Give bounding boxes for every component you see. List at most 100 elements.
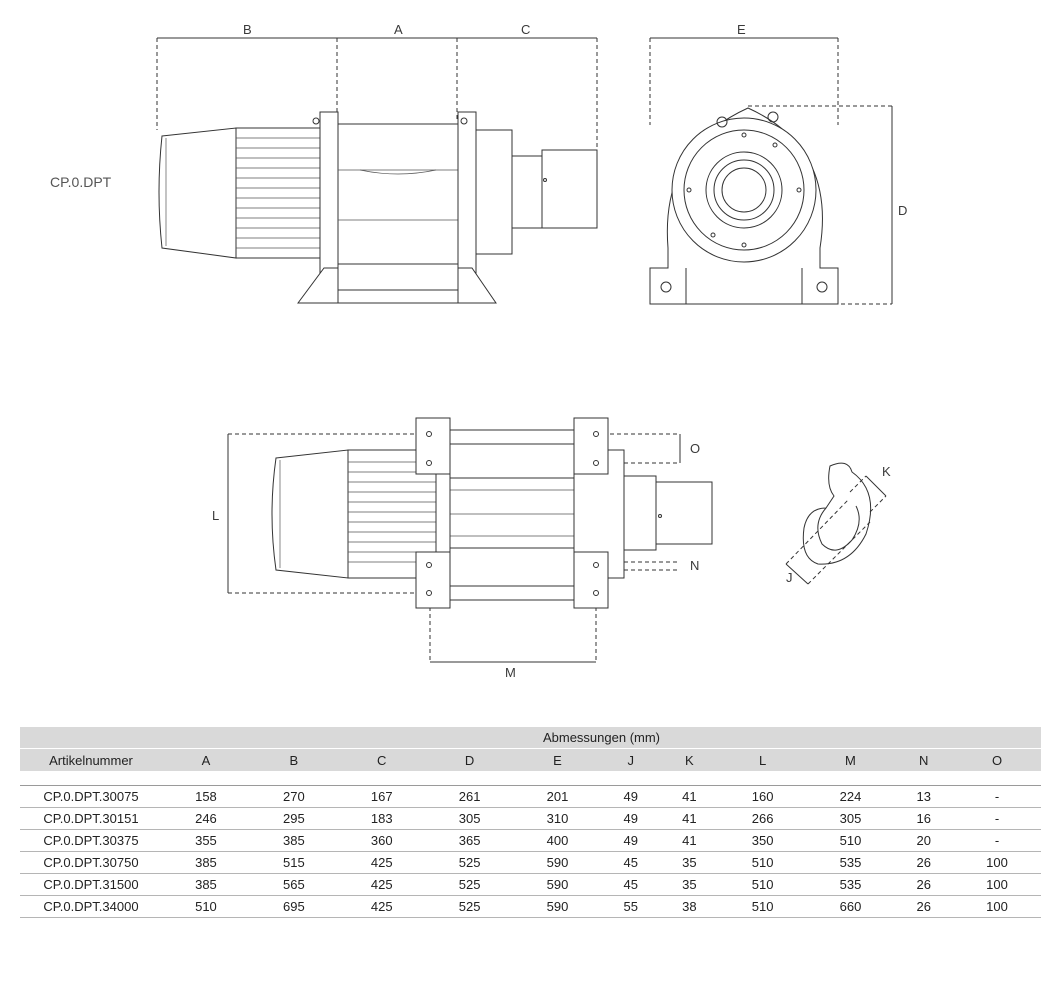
cell-o: 100 <box>953 895 1041 918</box>
dimension-table: Abmessungen (mm) Artikelnummer A B C D E… <box>20 727 1041 918</box>
cell-e: 590 <box>513 873 602 896</box>
hook-view: K J <box>785 462 891 585</box>
col-header-e: E <box>513 748 602 771</box>
end-view: E D <box>649 22 907 305</box>
side-view: B A C <box>156 22 598 304</box>
table-row: CP.0.DPT.31500 385 565 425 525 590 45 35… <box>20 873 1041 896</box>
dim-label-d: D <box>898 203 907 218</box>
cell-b: 565 <box>249 873 338 896</box>
cell-l: 510 <box>718 895 807 918</box>
cell-o: 100 <box>953 873 1041 896</box>
cell-c: 425 <box>337 895 426 918</box>
cell-n: 20 <box>894 829 954 852</box>
cell-k: 41 <box>660 785 719 808</box>
cell-artikelnummer: CP.0.DPT.30750 <box>20 851 162 874</box>
table-row: CP.0.DPT.30750 385 515 425 525 590 45 35… <box>20 851 1041 874</box>
cell-o: - <box>953 829 1041 852</box>
cell-n: 26 <box>894 873 954 896</box>
cell-artikelnummer: CP.0.DPT.30151 <box>20 807 162 830</box>
cell-c: 360 <box>337 829 426 852</box>
cell-l: 510 <box>718 851 807 874</box>
cell-m: 660 <box>806 895 895 918</box>
cell-k: 38 <box>660 895 719 918</box>
cell-d: 525 <box>425 895 514 918</box>
dim-label-j: J <box>786 570 793 585</box>
cell-j: 55 <box>601 895 661 918</box>
cell-k: 35 <box>660 873 719 896</box>
col-header-m: M <box>806 748 895 771</box>
col-header-k: K <box>660 748 719 771</box>
col-header-a: A <box>162 748 250 771</box>
cell-l: 350 <box>718 829 807 852</box>
cell-m: 224 <box>806 785 895 808</box>
table-row: CP.0.DPT.30151 246 295 183 305 310 49 41… <box>20 807 1041 830</box>
cell-n: 16 <box>894 807 954 830</box>
cell-a: 355 <box>162 829 250 852</box>
model-label: CP.0.DPT <box>50 174 112 190</box>
cell-c: 167 <box>337 785 426 808</box>
cell-b: 515 <box>249 851 338 874</box>
cell-e: 590 <box>513 895 602 918</box>
col-header-c: C <box>337 748 426 771</box>
cell-j: 45 <box>601 851 661 874</box>
cell-a: 385 <box>162 873 250 896</box>
cell-m: 535 <box>806 873 895 896</box>
cell-j: 49 <box>601 807 661 830</box>
col-header-l: L <box>718 748 807 771</box>
cell-n: 26 <box>894 851 954 874</box>
cell-d: 261 <box>425 785 514 808</box>
col-header-b: B <box>249 748 338 771</box>
cell-c: 425 <box>337 851 426 874</box>
cell-artikelnummer: CP.0.DPT.31500 <box>20 873 162 896</box>
table-row: CP.0.DPT.30075 158 270 167 261 201 49 41… <box>20 785 1041 808</box>
cell-o: - <box>953 785 1041 808</box>
dim-label-k: K <box>882 464 891 479</box>
cell-artikelnummer: CP.0.DPT.34000 <box>20 895 162 918</box>
cell-o: - <box>953 807 1041 830</box>
cell-m: 305 <box>806 807 895 830</box>
table-row: CP.0.DPT.30375 355 385 360 365 400 49 41… <box>20 829 1041 852</box>
cell-artikelnummer: CP.0.DPT.30075 <box>20 785 162 808</box>
cell-e: 590 <box>513 851 602 874</box>
cell-j: 49 <box>601 785 661 808</box>
dim-label-o: O <box>690 441 700 456</box>
cell-l: 510 <box>718 873 807 896</box>
top-view: L O N M <box>212 417 713 680</box>
dim-label-l: L <box>212 508 219 523</box>
cell-e: 400 <box>513 829 602 852</box>
cell-d: 525 <box>425 873 514 896</box>
dim-label-a: A <box>394 22 403 37</box>
cell-n: 13 <box>894 785 954 808</box>
dim-label-n: N <box>690 558 699 573</box>
cell-m: 535 <box>806 851 895 874</box>
table-header-row: Artikelnummer A B C D E J K L M N O <box>20 748 1041 771</box>
cell-j: 45 <box>601 873 661 896</box>
cell-l: 160 <box>718 785 807 808</box>
technical-drawing: B A C <box>50 22 907 680</box>
cell-b: 270 <box>249 785 338 808</box>
dim-label-m: M <box>505 665 516 680</box>
motor-fins-top <box>348 461 436 563</box>
cell-k: 35 <box>660 851 719 874</box>
motor-fins <box>236 137 320 249</box>
cell-b: 385 <box>249 829 338 852</box>
cell-d: 305 <box>425 807 514 830</box>
table-spacer-row <box>20 771 1041 786</box>
dim-label-c: C <box>521 22 530 37</box>
cell-b: 695 <box>249 895 338 918</box>
cell-n: 26 <box>894 895 954 918</box>
col-header-n: N <box>894 748 954 771</box>
cell-e: 201 <box>513 785 602 808</box>
col-header-o: O <box>953 748 1041 771</box>
cell-a: 510 <box>162 895 250 918</box>
cell-c: 183 <box>337 807 426 830</box>
dim-label-e: E <box>737 22 746 37</box>
table-group-header: Abmessungen (mm) <box>162 727 1041 749</box>
cell-k: 41 <box>660 807 719 830</box>
table-group-spacer <box>20 727 162 749</box>
cell-b: 295 <box>249 807 338 830</box>
cell-a: 385 <box>162 851 250 874</box>
col-header-j: J <box>601 748 661 771</box>
col-header-artikelnummer: Artikelnummer <box>20 748 162 771</box>
cell-m: 510 <box>806 829 895 852</box>
